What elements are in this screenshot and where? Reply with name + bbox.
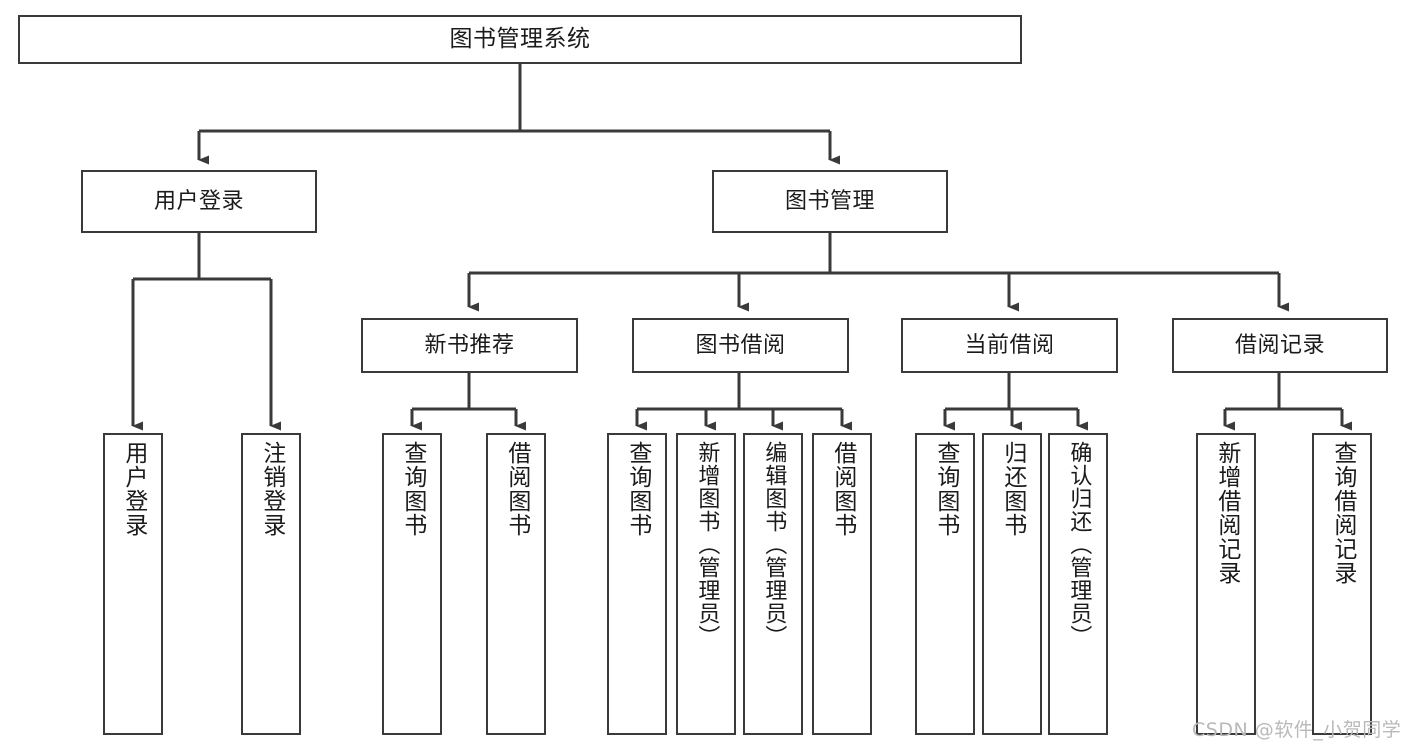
leaf-return-book[interactable]: 归还图书: [982, 433, 1042, 735]
node-label: 图书管理: [784, 188, 875, 214]
node-label: 编辑图书（管理员）: [761, 441, 787, 648]
node-user-login[interactable]: 用户登录: [81, 170, 317, 233]
leaf-borrow-book-newbook[interactable]: 借阅图书: [486, 433, 546, 735]
node-label: 借阅图书: [503, 441, 530, 537]
node-label: 用户登录: [120, 441, 147, 537]
leaf-query-borrow-record[interactable]: 查询借阅记录: [1312, 433, 1372, 735]
node-label: 用户登录: [153, 188, 244, 214]
node-label: 图书借阅: [695, 332, 786, 358]
node-label: 新增借阅记录: [1213, 441, 1240, 585]
node-label: 注销登录: [258, 441, 285, 537]
node-label: 归还图书: [999, 441, 1026, 537]
node-label: 借阅图书: [829, 441, 856, 537]
node-label: 新增图书（管理员）: [694, 441, 720, 648]
leaf-query-book-current[interactable]: 查询图书: [915, 433, 975, 735]
leaf-borrow-book[interactable]: 借阅图书: [812, 433, 872, 735]
leaf-query-book-newbook[interactable]: 查询图书: [382, 433, 442, 735]
node-borrow-record[interactable]: 借阅记录: [1172, 318, 1388, 373]
leaf-confirm-return-admin[interactable]: 确认归还（管理员）: [1048, 433, 1108, 735]
node-label: 查询借阅记录: [1329, 441, 1356, 585]
node-label: 借阅记录: [1234, 332, 1325, 358]
leaf-add-borrow-record[interactable]: 新增借阅记录: [1196, 433, 1256, 735]
node-label: 新书推荐: [424, 332, 515, 358]
node-book-borrow[interactable]: 图书借阅: [632, 318, 849, 373]
node-root-system[interactable]: 图书管理系统: [18, 15, 1022, 64]
node-label: 查询图书: [624, 441, 651, 537]
node-label: 查询图书: [932, 441, 959, 537]
leaf-user-login[interactable]: 用户登录: [103, 433, 163, 735]
leaf-query-book-borrow[interactable]: 查询图书: [607, 433, 667, 735]
node-new-book-recommend[interactable]: 新书推荐: [361, 318, 578, 373]
csdn-watermark: CSDN @软件_小贺同学: [1192, 719, 1402, 741]
node-label: 确认归还（管理员）: [1066, 441, 1092, 648]
node-book-management[interactable]: 图书管理: [712, 170, 948, 233]
leaf-add-book-admin[interactable]: 新增图书（管理员）: [676, 433, 736, 735]
node-label: 查询图书: [399, 441, 426, 537]
leaf-edit-book-admin[interactable]: 编辑图书（管理员）: [743, 433, 803, 735]
node-current-borrow[interactable]: 当前借阅: [901, 318, 1118, 373]
leaf-logout[interactable]: 注销登录: [241, 433, 301, 735]
node-label: 当前借阅: [964, 332, 1055, 358]
node-label: 图书管理系统: [449, 26, 591, 53]
